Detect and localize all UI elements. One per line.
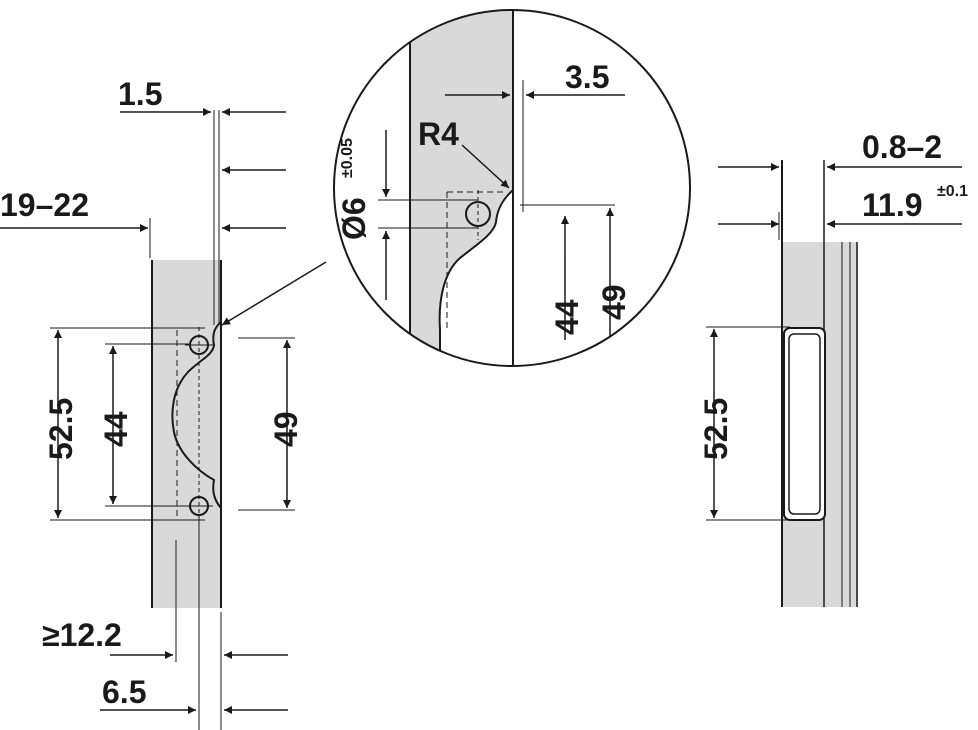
- label-dia-6: Ø6: [336, 197, 372, 240]
- side-view: 0.8–2 11.9 ±0.1 52.5: [698, 129, 968, 607]
- label-44-left: 44: [98, 411, 134, 447]
- label-r4: R4: [418, 116, 459, 152]
- label-6-5: 6.5: [102, 674, 146, 710]
- label-11-9-tol: ±0.1: [937, 183, 968, 200]
- detail-view: 3.5 R4 Ø6 ±0.05 44 49: [333, 9, 691, 367]
- label-19-22: 19–22: [0, 187, 89, 223]
- label-0-8-2: 0.8–2: [862, 129, 942, 165]
- label-dia-6-tol: ±0.05: [339, 138, 356, 178]
- label-min-12-2: ≥12.2: [42, 617, 122, 653]
- label-49-left: 49: [268, 411, 304, 447]
- label-52-5-right: 52.5: [698, 398, 734, 460]
- front-view: 1.5 19–22 52.5 44 49 ≥12.2 6.5: [0, 76, 327, 730]
- label-49-detail: 49: [596, 284, 632, 320]
- label-3-5: 3.5: [565, 59, 609, 95]
- label-52-5-left: 52.5: [43, 398, 79, 460]
- label-1-5: 1.5: [118, 76, 162, 112]
- label-44-detail: 44: [549, 299, 585, 335]
- label-11-9: 11.9: [862, 187, 923, 223]
